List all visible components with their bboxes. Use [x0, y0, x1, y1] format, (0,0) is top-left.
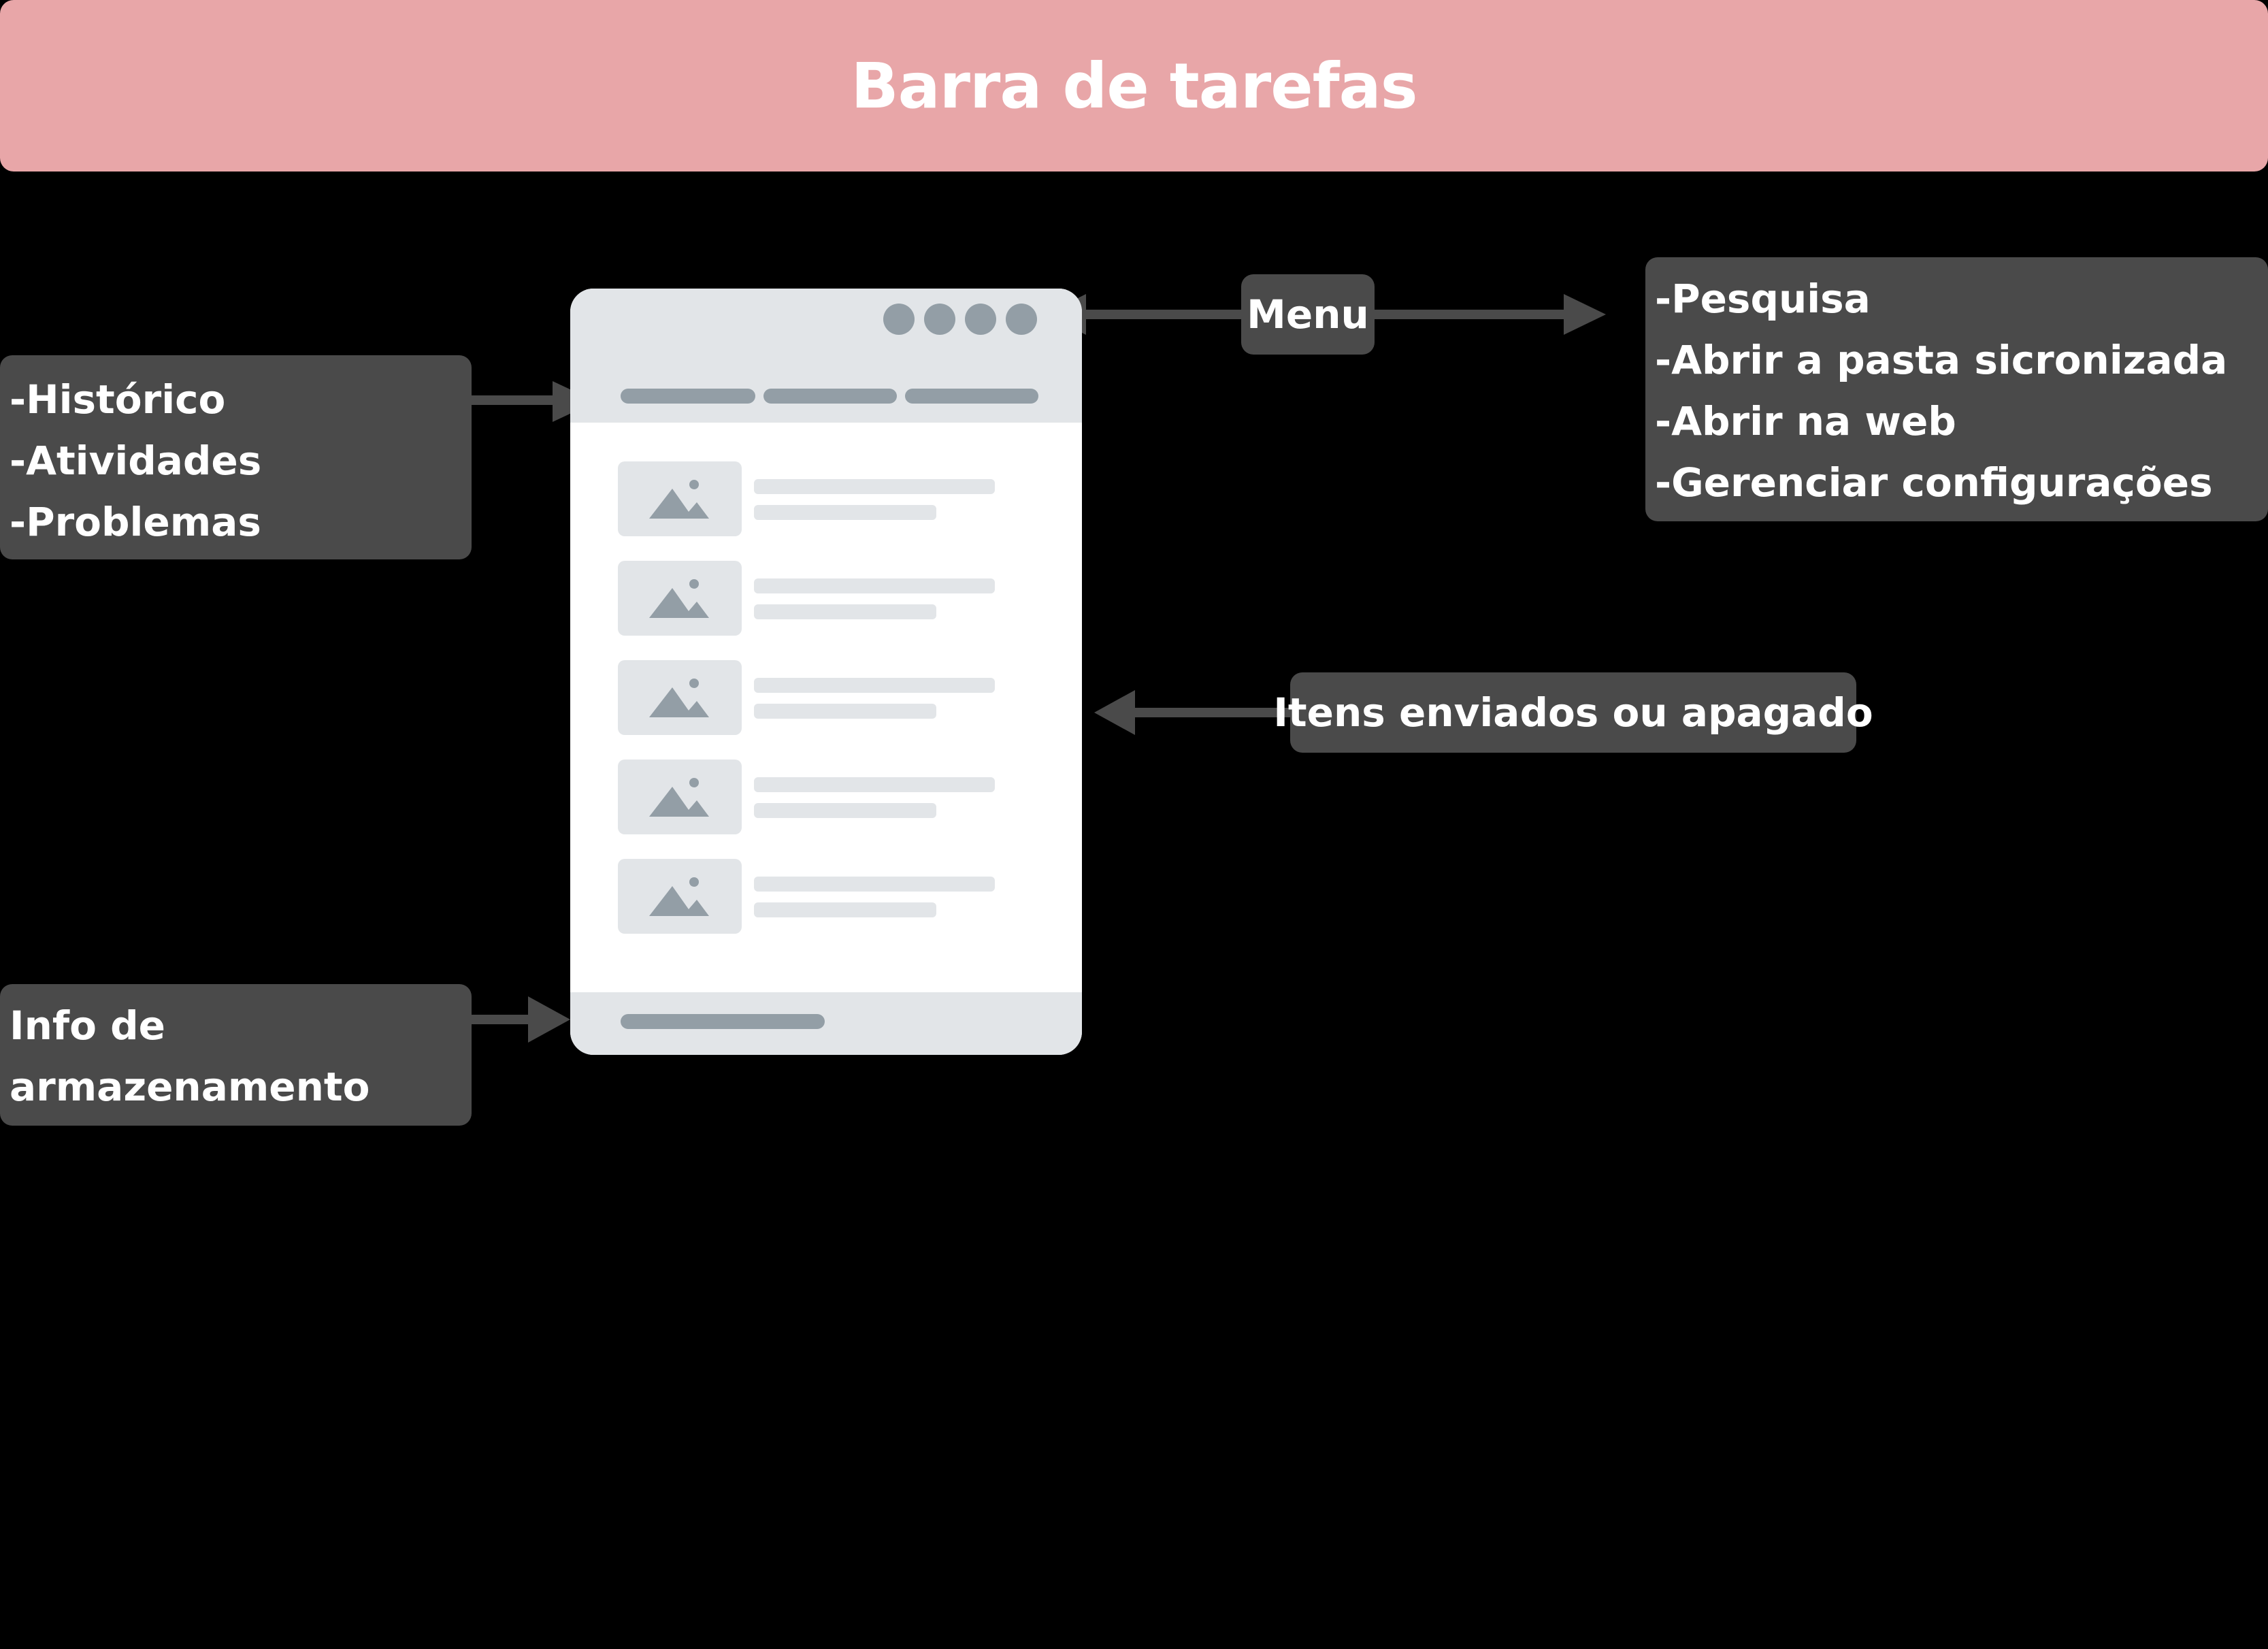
storage-info-box: Info de armazenamento — [0, 984, 472, 1126]
search-option: -Pesquisa — [1655, 276, 1871, 322]
list-item — [570, 760, 1082, 834]
window-header — [570, 289, 1082, 423]
activities-label: -Atividades — [10, 438, 262, 484]
arrow-menu-to-options — [1375, 294, 1606, 335]
tab-placeholder — [905, 389, 1038, 404]
item-list — [570, 289, 1082, 1055]
menu-dot-icon — [1006, 304, 1037, 335]
menu-dot-icon — [924, 304, 955, 335]
text-line-placeholder — [754, 803, 936, 818]
open-web-option: -Abrir na web — [1655, 398, 1956, 444]
items-status-box: Itens enviados ou apagado — [1273, 672, 1873, 753]
image-placeholder-icon — [618, 660, 742, 735]
text-line-placeholder — [754, 604, 936, 619]
menu-options-box: -Pesquisa -Abrir a pasta sicronizada -Ab… — [1645, 257, 2268, 521]
app-window-wireframe — [570, 289, 1082, 1055]
tab-placeholder — [763, 389, 897, 404]
menu-dot-icon — [883, 304, 915, 335]
text-line-placeholder — [754, 505, 936, 520]
history-label: -Histórico — [10, 376, 226, 423]
open-synced-folder-option: -Abrir a pasta sicronizada — [1655, 337, 2228, 383]
text-line-placeholder — [754, 479, 995, 494]
list-item — [570, 561, 1082, 636]
text-line-placeholder — [754, 902, 936, 917]
arrow-storage-box — [472, 996, 570, 1043]
text-line-placeholder — [754, 777, 995, 792]
menu-label: Menu — [1247, 291, 1369, 338]
history-options-box: -Histórico -Atividades -Problemas — [0, 355, 472, 559]
image-placeholder-icon — [618, 561, 742, 636]
storage-label-line-2: armazenamento — [10, 1064, 370, 1110]
manage-settings-option: -Gerenciar configurações — [1655, 459, 2213, 506]
items-status-label: Itens enviados ou apagado — [1273, 689, 1873, 736]
menu-box: Menu — [1241, 274, 1375, 355]
menu-dot-icon — [965, 304, 996, 335]
storage-bar-placeholder — [621, 1014, 825, 1029]
storage-label-line-1: Info de — [10, 1002, 165, 1049]
list-item — [570, 859, 1082, 934]
text-line-placeholder — [754, 877, 995, 892]
image-placeholder-icon — [618, 461, 742, 536]
image-placeholder-icon — [618, 859, 742, 934]
list-item — [570, 660, 1082, 735]
text-line-placeholder — [754, 678, 995, 693]
title-banner: Barra de tarefas — [0, 0, 2268, 172]
text-line-placeholder — [754, 578, 995, 593]
arrow-items-to-window — [1094, 690, 1290, 735]
image-placeholder-icon — [618, 760, 742, 834]
text-line-placeholder — [754, 704, 936, 719]
list-item — [570, 461, 1082, 536]
tab-placeholder — [621, 389, 755, 404]
diagram-title: Barra de tarefas — [851, 49, 1417, 123]
problems-label: -Problemas — [10, 499, 261, 545]
